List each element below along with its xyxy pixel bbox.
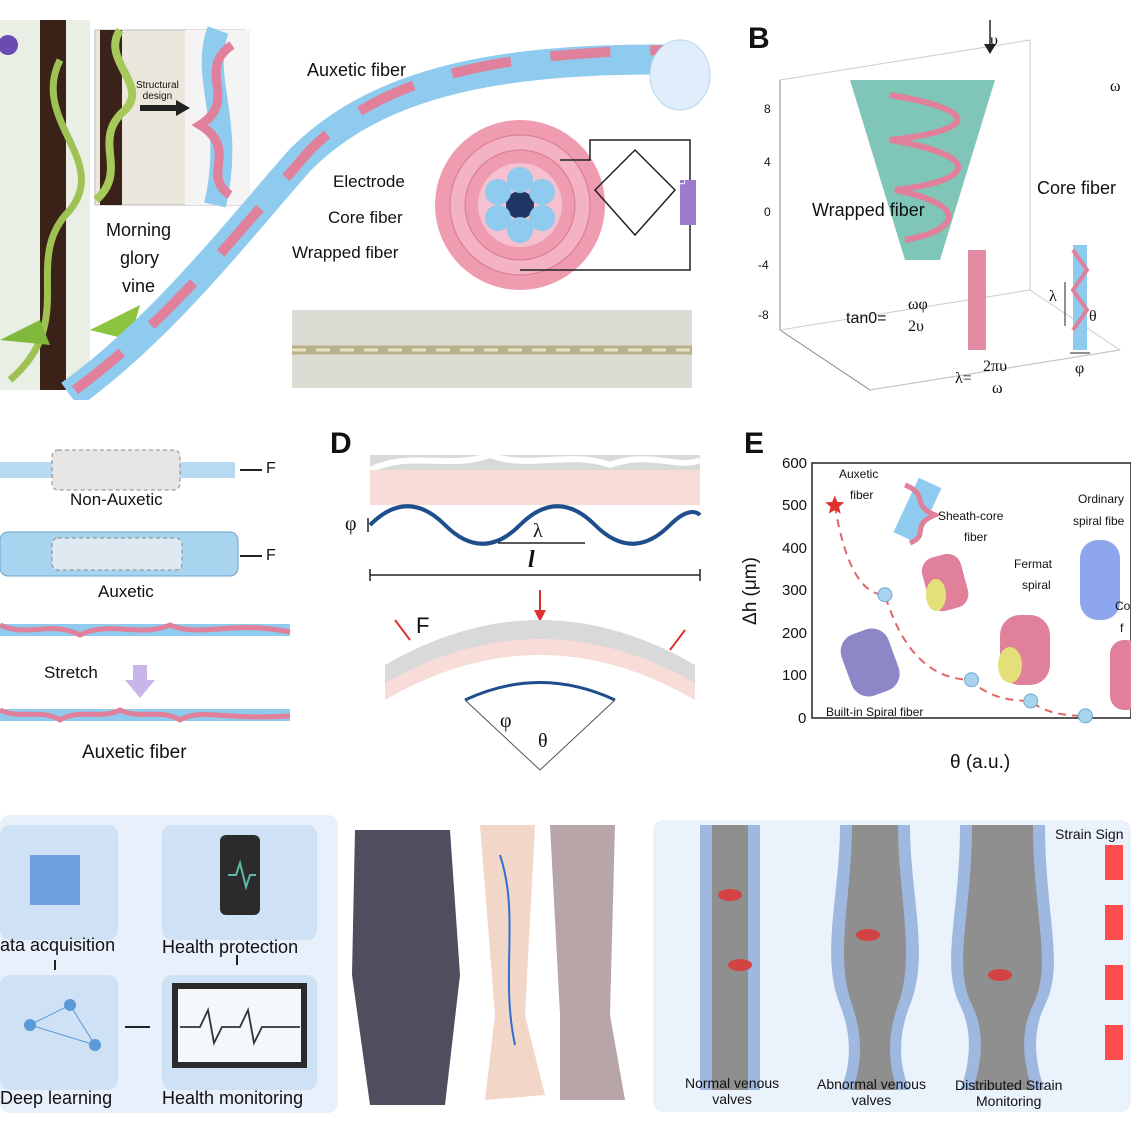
y-tick-500: 500: [782, 497, 808, 514]
phi-d-symbol: φ: [345, 513, 357, 535]
builtin-spiral-label: Built-in Spiral fiber: [826, 705, 924, 719]
ordinary-label-1: Ordinary: [1078, 492, 1125, 506]
data-point-ordinary-spiral-fiber: [1077, 708, 1093, 724]
tan-equation: tan0=: [846, 310, 887, 327]
glory-label: glory: [120, 248, 160, 268]
wrapped-fiber-label: Wrapped fiber: [292, 243, 399, 262]
sheath-core-label-1: Sheath-core: [938, 509, 1004, 523]
coiled-label-2: f: [1120, 621, 1124, 635]
panel-b: B υ ω Wrapped fiber Core fiber tan0= ωφ …: [740, 20, 1131, 420]
panel-c-artwork: [0, 449, 291, 723]
wrapped-fiber-b-label: Wrapped fiber: [812, 200, 925, 220]
data-acquisition-label: ata acquisition: [0, 935, 116, 955]
lambda-equation: λ=: [955, 370, 972, 387]
length-l-symbol: l: [528, 547, 535, 573]
z-tick-4: -8: [758, 308, 769, 322]
auxetic-fiber-e-label-1: Auxetic: [839, 467, 879, 481]
y-tick-300: 300: [782, 582, 808, 599]
electrode-label: Electrode: [333, 172, 405, 191]
fermat-label-2: spiral: [1022, 578, 1051, 592]
y-tick-600: 600: [782, 455, 808, 472]
deep-learning-tile: [0, 975, 118, 1090]
lambda-denominator: ω: [992, 380, 1003, 397]
strain-signal-label: Strain Sign: [1055, 826, 1124, 842]
vine-label: vine: [122, 276, 156, 296]
auxetic-label: Auxetic: [98, 582, 154, 601]
sheath-core-label-2: fiber: [964, 530, 988, 544]
panel-f-artwork: [24, 820, 1131, 1112]
panel-e: E 600 500 400 300 200 100 0 Δh (μm) θ (a…: [740, 425, 1131, 785]
x-axis-label: θ (a.u.): [950, 752, 1011, 773]
force-label-2: F: [266, 547, 276, 564]
lambda-numerator: 2πυ: [983, 358, 1007, 375]
lambda-d-symbol: λ: [533, 520, 543, 542]
core-fiber-label: Core fiber: [328, 208, 403, 227]
panel-e-chart: [811, 462, 1131, 724]
core-fiber-b-label: Core fiber: [1037, 178, 1117, 198]
panel-f: ata acquisition Health protection Deep l…: [0, 815, 1131, 1131]
z-tick-3: -4: [758, 258, 769, 272]
deep-learning-label: Deep learning: [0, 1088, 113, 1108]
health-protection-label: Health protection: [162, 937, 299, 957]
y-tick-100: 100: [782, 667, 808, 684]
z-tick-1: 4: [764, 155, 771, 169]
non-auxetic-label: Non-Auxetic: [70, 490, 163, 509]
y-tick-0: 0: [798, 710, 807, 727]
phi-symbol: φ: [1075, 360, 1085, 377]
panel-d-letter: D: [330, 427, 352, 460]
morning-label: Morning: [106, 220, 172, 240]
panel-c: Non-Auxetic Auxetic F F Stretch Auxetic …: [0, 420, 310, 780]
auxetic-fiber-e-label-2: fiber: [850, 488, 874, 502]
phi-d2-symbol: φ: [500, 710, 512, 732]
y-axis-label: Δh (μm): [740, 557, 761, 625]
force-d-label: F: [416, 613, 430, 638]
force-label-1: F: [266, 460, 276, 477]
coiled-label-1: Co: [1115, 599, 1131, 613]
panel-b-letter: B: [748, 22, 770, 55]
panel-d: D φ λ l F φ θ: [320, 425, 720, 780]
data-point-fermat-spiral: [1023, 693, 1039, 709]
tan-numerator: ωφ: [908, 296, 928, 313]
panel-e-letter: E: [744, 427, 765, 460]
y-tick-400: 400: [782, 540, 808, 557]
auxetic-fiber-c-label: Auxetic fiber: [82, 742, 187, 763]
panel-a-artwork: [0, 20, 711, 408]
ordinary-label-2: spiral fibe: [1073, 514, 1125, 528]
fermat-label-1: Fermat: [1014, 557, 1053, 571]
z-tick-0: 8: [764, 102, 771, 116]
load-label: Load: [677, 162, 688, 185]
y-tick-200: 200: [782, 625, 808, 642]
panel-b-artwork: [779, 20, 1122, 391]
health-monitoring-label: Health monitoring: [162, 1088, 304, 1108]
data-point-built-in-spiral-fiber: [964, 672, 979, 688]
theta-symbol: θ: [1089, 308, 1097, 325]
stretch-label: Stretch: [44, 663, 98, 682]
omega-symbol: ω: [1110, 78, 1121, 95]
z-tick-2: 0: [764, 205, 771, 219]
theta-d-symbol: θ: [538, 730, 548, 752]
data-point-auxetic-fiber: [825, 495, 845, 514]
auxetic-fiber-label: Auxetic fiber: [307, 60, 407, 80]
data-point-sheath-core-fiber: [877, 587, 893, 603]
upsilon-symbol: υ: [990, 32, 998, 49]
panel-d-artwork: [367, 451, 702, 771]
lambda-symbol: λ: [1049, 288, 1057, 305]
tan-denominator: 2υ: [908, 318, 924, 335]
